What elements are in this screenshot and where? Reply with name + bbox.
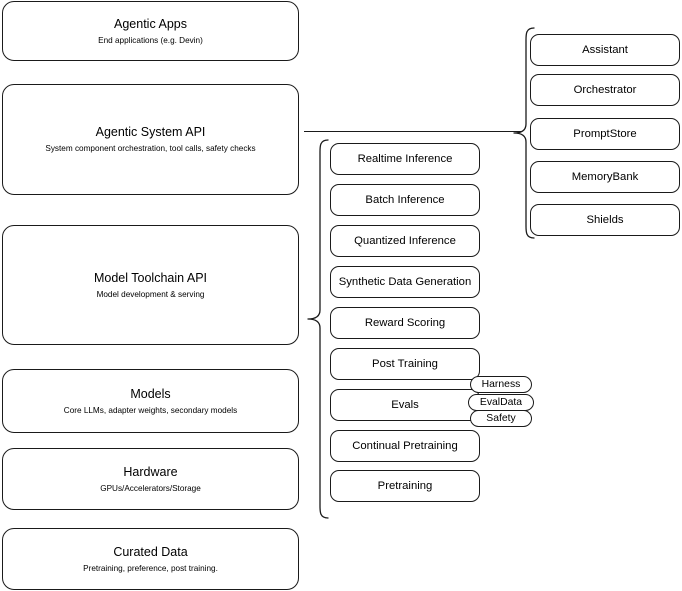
component-label: MemoryBank (571, 171, 639, 183)
capability-label: Continual Pretraining (352, 440, 458, 452)
component-label: Assistant (582, 44, 628, 56)
layer-title: Hardware (123, 464, 178, 479)
capability-continual-pretraining[interactable]: Continual Pretraining (330, 430, 480, 462)
connector-line-system-api-to-components (304, 131, 522, 133)
system-component-shields[interactable]: Shields (530, 204, 680, 236)
capability-label: Synthetic Data Generation (338, 276, 472, 288)
layer-subtitle: Model development & serving (96, 289, 205, 299)
evals-subcomponent-harness[interactable]: Harness (470, 376, 532, 393)
capability-label: Quantized Inference (354, 235, 456, 247)
capability-batch-inference[interactable]: Batch Inference (330, 184, 480, 216)
capability-synthetic-data-generation[interactable]: Synthetic Data Generation (330, 266, 480, 298)
layer-title: Model Toolchain API (93, 270, 208, 285)
stack-layer-agentic-apps[interactable]: Agentic Apps End applications (e.g. Devi… (2, 1, 299, 61)
capability-label: Realtime Inference (357, 153, 453, 165)
system-component-orchestrator[interactable]: Orchestrator (530, 74, 680, 106)
pill-label: EvalData (479, 397, 523, 408)
stack-layer-models[interactable]: Models Core LLMs, adapter weights, secon… (2, 369, 299, 433)
evals-subcomponent-evaldata[interactable]: EvalData (468, 394, 534, 411)
system-component-assistant[interactable]: Assistant (530, 34, 680, 66)
component-label: PromptStore (573, 128, 637, 140)
stack-layer-agentic-system-api[interactable]: Agentic System API System component orch… (2, 84, 299, 195)
system-component-memorybank[interactable]: MemoryBank (530, 161, 680, 193)
stack-layer-curated-data[interactable]: Curated Data Pretraining, preference, po… (2, 528, 299, 590)
capability-label: Reward Scoring (364, 317, 446, 329)
layer-title: Agentic System API (95, 125, 206, 139)
layer-subtitle: Core LLMs, adapter weights, secondary mo… (63, 405, 238, 415)
capability-quantized-inference[interactable]: Quantized Inference (330, 225, 480, 257)
pill-label: Harness (481, 379, 521, 390)
brace-system-components (513, 27, 535, 239)
capability-label: Evals (391, 399, 419, 411)
capability-label: Batch Inference (365, 194, 445, 206)
layer-subtitle: GPUs/Accelerators/Storage (100, 483, 201, 493)
brace-toolchain-capabilities (307, 139, 329, 519)
capability-evals[interactable]: Evals (330, 389, 480, 421)
stack-layer-hardware[interactable]: Hardware GPUs/Accelerators/Storage (2, 448, 299, 510)
layer-subtitle: System component orchestration, tool cal… (45, 144, 256, 153)
component-label: Orchestrator (573, 84, 637, 96)
capability-reward-scoring[interactable]: Reward Scoring (330, 307, 480, 339)
pill-label: Safety (486, 413, 516, 424)
layer-title: Agentic Apps (114, 16, 187, 31)
component-label: Shields (586, 214, 624, 226)
capability-realtime-inference[interactable]: Realtime Inference (330, 143, 480, 175)
capability-label: Post Training (372, 358, 438, 370)
evals-subcomponent-safety[interactable]: Safety (470, 410, 532, 427)
layer-title: Models (130, 386, 171, 401)
stack-layer-model-toolchain-api[interactable]: Model Toolchain API Model development & … (2, 225, 299, 345)
layer-subtitle: Pretraining, preference, post training. (83, 563, 218, 573)
layer-subtitle: End applications (e.g. Devin) (98, 35, 203, 45)
system-component-promptstore[interactable]: PromptStore (530, 118, 680, 150)
capability-post-training[interactable]: Post Training (330, 348, 480, 380)
capability-label: Pretraining (377, 480, 433, 492)
layer-title: Curated Data (113, 544, 188, 559)
capability-pretraining[interactable]: Pretraining (330, 470, 480, 502)
